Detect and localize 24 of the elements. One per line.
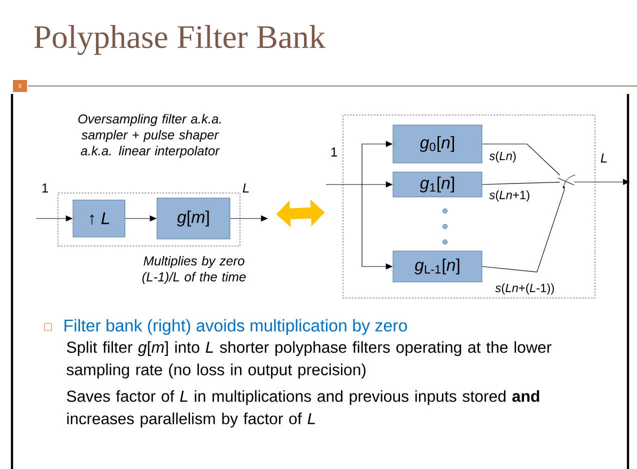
- rate-label: 1: [331, 148, 337, 156]
- slide-title: Polyphase Filter Bank: [34, 25, 326, 55]
- edge-label: s(Ln): [488, 150, 518, 164]
- rate-label: L: [600, 154, 607, 162]
- body-text: Saves factor of L in multiplications and previous inputs stored and increases parallelism by factor of L: [66, 390, 540, 428]
- filter-box: g$_{1}$[n]: [392, 172, 482, 198]
- body-text: Split filter g[m] into L shorter polyphase filters operating at the lower sampling rate (no loss in output precision): [66, 341, 552, 378]
- rate-label: 1: [42, 184, 48, 192]
- switch-drawing: [558, 174, 576, 190]
- edge-label: s(Ln+(L-1)): [494, 282, 556, 296]
- filter-box: g[m]: [156, 198, 230, 240]
- caption-text: Oversampling filter a.k.a. sampler + pulse shaper a.k.a. linear interpolator: [78, 114, 221, 158]
- filter-box: g$_{0}$[n]: [392, 124, 482, 164]
- caption-text: Multiplies by zero (L-1)/L of the time: [142, 256, 246, 284]
- filter-box: g$_{L-1}$[n]: [392, 250, 482, 282]
- signal-line: [482, 188, 565, 272]
- bullet-text: Filter bank (right) avoids multiplication by zero: [64, 319, 407, 335]
- signal-line: [482, 144, 560, 176]
- edge-label: s(Ln+1): [488, 189, 532, 203]
- dashed-box: [58, 192, 240, 246]
- dashed-box: [342, 114, 596, 298]
- rate-label: L: [242, 184, 249, 192]
- signal-line: [482, 182, 560, 185]
- filter-box: ↑ L: [72, 200, 126, 238]
